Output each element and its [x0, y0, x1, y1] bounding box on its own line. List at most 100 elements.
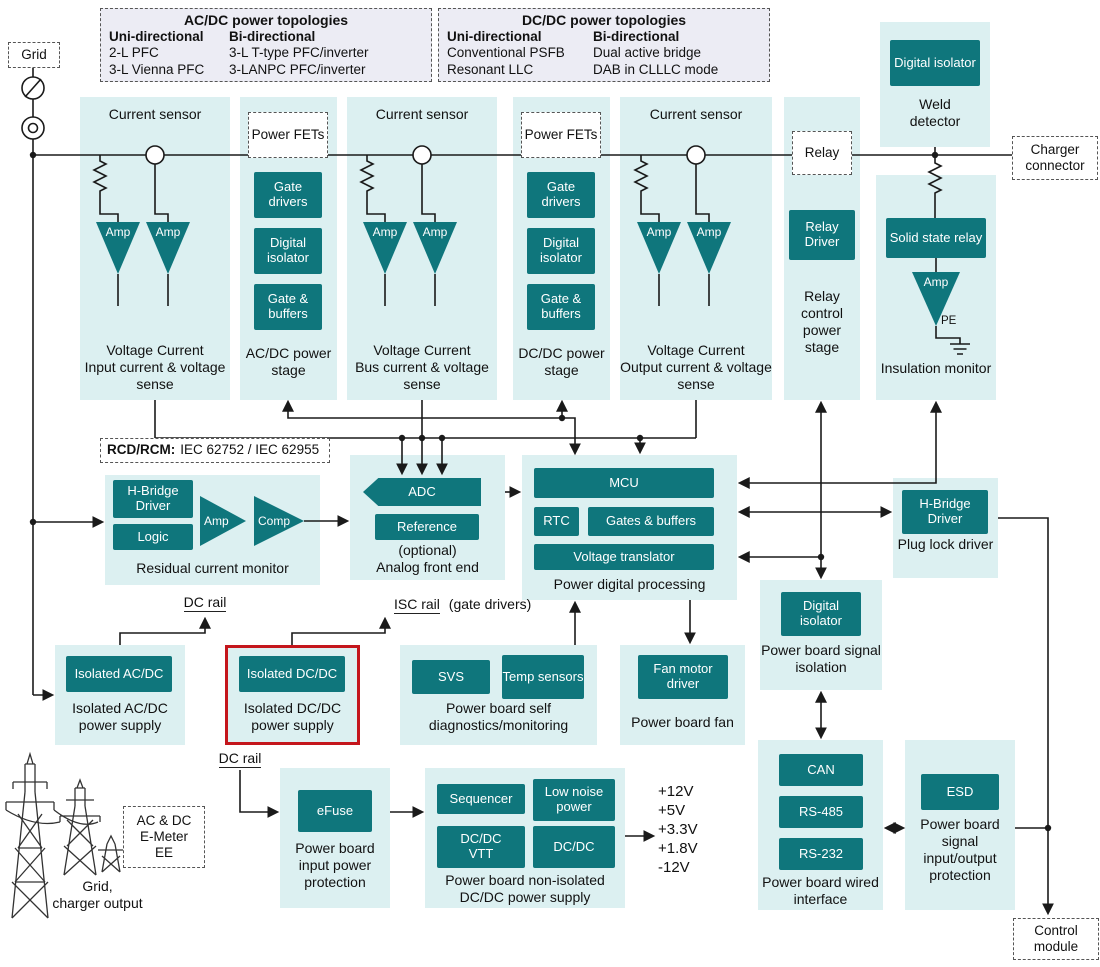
voltage-value: +3.3V: [658, 821, 698, 838]
topology-item: 3-LANPC PFC/inverter: [229, 61, 366, 77]
topology-item: Conventional PSFB: [447, 45, 565, 60]
charger-connector-label: Charger connector: [1012, 136, 1098, 180]
caption-line: Voltage Current: [647, 342, 745, 358]
chip-digital-isolator-signal: Digital isolator: [781, 592, 861, 636]
chip-fan-motor-driver: Fan motor driver: [638, 655, 728, 699]
chip-digital-isolator-weld: Digital isolator: [890, 40, 980, 86]
signal-isolation-caption: Power board signal isolation: [761, 642, 881, 676]
chip-svs: SVS: [412, 660, 490, 694]
esd-caption: Power board signal input/output protecti…: [920, 816, 1000, 884]
chip-digital-isolator-dcdc: Digital isolator: [527, 228, 595, 274]
dc-rail-text: DC rail: [183, 594, 227, 612]
acdc-topologies-title: AC/DC power topologies: [183, 12, 349, 28]
chip-isolated-dcdc: Isolated DC/DC: [239, 656, 345, 692]
chip-mcu: MCU: [534, 468, 714, 498]
chip-adc: ADC: [363, 478, 481, 506]
topology-item: Dual active bridge: [593, 45, 702, 60]
current-sensor-title: Current sensor: [108, 106, 202, 122]
chip-gate-drivers-dcdc: Gate drivers: [527, 172, 595, 218]
chip-gate-buffers-dcdc: Gate & buffers: [527, 284, 595, 330]
current-sensor-title: Current sensor: [649, 106, 743, 122]
output-voltages: +12V +5V +3.3V +1.8V -12V: [658, 782, 728, 877]
chip-dcdc: DC/DC: [533, 826, 615, 868]
bus-sense-caption: Voltage Current Bus current & voltage se…: [347, 342, 497, 393]
e-meter-label: AC & DC E-Meter EE: [123, 806, 205, 868]
chip-rtc: RTC: [534, 507, 579, 536]
chip-h-bridge-driver-plug: H-Bridge Driver: [902, 490, 988, 534]
chip-isolated-acdc: Isolated AC/DC: [66, 656, 172, 692]
caption-line: Output current & voltage sense: [620, 359, 772, 393]
rcd-rcm-standard-bold: RCD/RCM:: [107, 442, 176, 458]
grid-label: Grid: [8, 42, 60, 68]
acdc-stage-caption: AC/DC power stage: [245, 345, 332, 379]
fan-caption: Power board fan: [631, 714, 734, 730]
plug-lock-caption: Plug lock driver: [897, 536, 994, 552]
nonisolated-caption: Power board non-isolated DC/DC power sup…: [445, 872, 605, 906]
isolated-dcdc-caption: Isolated DC/DC power supply: [243, 700, 342, 734]
chip-gate-buffers-acdc: Gate & buffers: [254, 284, 322, 330]
topology-item: DAB in CLLLC mode: [593, 61, 719, 77]
output-sense-caption: Voltage Current Output current & voltage…: [620, 342, 772, 393]
topology-item: Resonant LLC: [447, 61, 534, 77]
meter-icon: [21, 116, 45, 140]
col-header: Uni-directional: [109, 28, 204, 44]
relay-stage-caption: Relay control power stage: [800, 288, 844, 356]
efuse-caption: Power board input power protection: [295, 840, 375, 891]
dcdc-topologies-title: DC/DC power topologies: [521, 12, 687, 28]
caption-line: Voltage Current: [106, 342, 204, 358]
chip-relay-driver: Relay Driver: [789, 210, 855, 260]
dc-rail-label-bottom: DC rail: [212, 750, 268, 768]
e-meter-line: E-Meter: [139, 828, 188, 844]
chip-logic: Logic: [113, 524, 193, 550]
isolated-acdc-caption: Isolated AC/DC power supply: [72, 700, 168, 734]
pe-label: PE: [941, 315, 957, 327]
chip-dcdc-vtt: DC/DC VTT: [437, 826, 525, 868]
e-meter-line: EE: [154, 845, 173, 861]
caption-line: Voltage Current: [373, 342, 471, 358]
caption-line: Bus current & voltage sense: [355, 359, 489, 393]
afe-caption: Analog front end: [376, 559, 479, 575]
pdp-caption: Power digital processing: [553, 576, 706, 592]
block-esd: [905, 740, 1015, 910]
chip-gate-drivers-acdc: Gate drivers: [254, 172, 322, 218]
afe-optional-label: (optional): [398, 542, 457, 558]
chip-temp-sensors: Temp sensors: [502, 655, 584, 699]
topology-item: 3-L T-type PFC/inverter: [229, 45, 369, 60]
dcdc-stage-caption: DC/DC power stage: [518, 345, 605, 379]
voltage-value: +5V: [658, 802, 686, 819]
chip-rs485: RS-485: [779, 796, 863, 828]
power-fets-box: Power FETs: [248, 112, 328, 158]
caption-line: charger output: [52, 895, 143, 912]
chip-esd: ESD: [921, 774, 999, 810]
chip-solid-state-relay: Solid state relay: [886, 218, 986, 258]
isc-rail-suffix: (gate drivers): [448, 596, 532, 612]
chip-efuse: eFuse: [298, 790, 372, 832]
caption-line: Input current & voltage sense: [84, 359, 226, 393]
power-fets-box: Power FETs: [521, 112, 601, 158]
chip-gates-buffers: Gates & buffers: [588, 507, 714, 536]
dc-rail-label-mid: DC rail: [172, 594, 238, 612]
topology-item: 3-L Vienna PFC: [109, 61, 205, 77]
rcd-rcm-label: RCD/RCM: IEC 62752 / IEC 62955: [100, 438, 330, 463]
dc-rail-text: DC rail: [218, 750, 262, 768]
topology-item: 2-L PFC: [109, 45, 159, 60]
input-sense-caption: Voltage Current Input current & voltage …: [80, 342, 230, 393]
chip-digital-isolator-acdc: Digital isolator: [254, 228, 322, 274]
wired-interface-caption: Power board wired interface: [762, 874, 879, 908]
residual-monitor-caption: Residual current monitor: [136, 560, 289, 576]
chip-voltage-translator: Voltage translator: [534, 544, 714, 570]
chip-low-noise-power: Low noise power: [533, 779, 615, 821]
insulation-monitor-caption: Insulation monitor: [880, 360, 992, 376]
current-sensor-title: Current sensor: [375, 106, 469, 122]
isc-rail-text: ISC rail: [394, 596, 440, 614]
control-module-label: Control module: [1013, 918, 1099, 960]
relay-box: Relay: [792, 131, 852, 175]
grid-input-symbols: [21, 68, 45, 695]
rcd-rcm-standard: IEC 62752 / IEC 62955: [180, 442, 320, 458]
voltage-value: +1.8V: [658, 840, 698, 857]
chip-reference: Reference: [375, 514, 479, 540]
caption-line: Grid,: [82, 878, 113, 894]
breaker-icon: [21, 76, 45, 100]
voltage-value: +12V: [658, 783, 694, 800]
